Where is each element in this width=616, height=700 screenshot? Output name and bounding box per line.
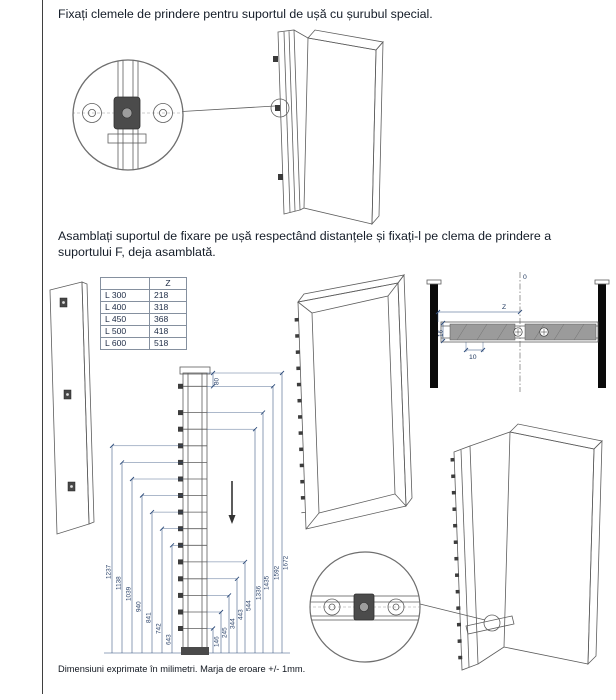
dim-label: 245 xyxy=(222,627,229,638)
step2-illustration: 1237 1138 1039 940 841 742 643 544 443 3… xyxy=(49,272,610,671)
wall-left xyxy=(430,284,438,388)
dim-label: 16 xyxy=(438,329,445,337)
dim-label: 841 xyxy=(146,612,153,623)
dim-label: 1672 xyxy=(283,555,290,570)
rail-profile xyxy=(182,372,208,654)
door-assembly-drawing xyxy=(270,29,384,226)
clip-highlight-circle xyxy=(270,98,290,118)
door-front-face xyxy=(303,37,377,225)
bottom-rail xyxy=(465,615,515,635)
dim-label: 742 xyxy=(156,623,163,634)
rail-hooks xyxy=(178,383,207,631)
washer-left xyxy=(323,598,341,616)
magnifier-leader-line xyxy=(419,603,486,621)
clip-mark-bottom xyxy=(278,174,283,180)
instruction-step2: Asamblați suportul de fixare pe ușă resp… xyxy=(58,229,552,260)
wall-right xyxy=(598,284,606,388)
washer-left xyxy=(82,103,102,123)
dim-label: 1592 xyxy=(274,565,281,580)
dim-label: 1237 xyxy=(106,564,113,579)
dimensions-footnote: Dimensiuni exprimate în milimetri. Marja… xyxy=(58,664,306,674)
magnifier-circle xyxy=(72,59,184,171)
wall-section-drawing: 0 Z 16 10 xyxy=(426,272,610,392)
down-arrow xyxy=(228,481,236,524)
offset-label: 10 xyxy=(469,354,477,361)
door-top-face xyxy=(307,29,384,51)
right-outer-dimensions: 1336 1435 1592 1672 xyxy=(207,370,290,653)
door-front-face xyxy=(503,431,595,665)
dim-label: 80 xyxy=(214,377,221,385)
door-top-face xyxy=(509,423,603,450)
z-label: Z xyxy=(502,304,506,311)
rail-dimension-drawing: 1237 1138 1039 940 841 742 643 544 443 3… xyxy=(104,366,290,655)
zero-label: 0 xyxy=(523,274,527,281)
dim-label: 1336 xyxy=(256,585,263,600)
door-side-face xyxy=(371,40,384,226)
instruction-step1: Fixați clemele de prindere pentru suport… xyxy=(58,7,433,21)
frame-bottom-drawing xyxy=(450,423,603,671)
dim-label: 344 xyxy=(230,618,237,629)
clip-mark-mid xyxy=(275,105,280,111)
frame-hooks xyxy=(294,317,306,514)
washer-right xyxy=(153,103,173,123)
step1-illustration xyxy=(72,29,384,226)
top-offset-dimension: 80 xyxy=(210,370,221,389)
magnifier-circle xyxy=(309,551,421,663)
frame-hooks xyxy=(450,457,463,665)
dim-label: 1138 xyxy=(116,576,123,590)
left-dimensions: 1237 1138 1039 940 841 742 643 xyxy=(106,443,183,653)
frame-top-drawing xyxy=(294,273,413,530)
dim-label: 146 xyxy=(214,636,221,647)
dim-label: 940 xyxy=(136,601,143,612)
dim-label: 443 xyxy=(238,609,245,620)
magnifier-leader-line xyxy=(181,105,276,112)
clip-magnifier-detail xyxy=(309,551,421,663)
clip-highlight-circle xyxy=(483,614,501,632)
dim-label: 643 xyxy=(166,634,173,645)
dim-label: 1039 xyxy=(126,586,133,601)
clip-mark-top xyxy=(273,56,278,62)
rail-foot xyxy=(181,647,209,655)
right-inner-dimensions: 544 443 344 245 146 xyxy=(207,559,253,653)
dim-label: 1435 xyxy=(264,575,271,590)
washer-right xyxy=(387,598,405,616)
magnifier-detail xyxy=(72,59,184,171)
dim-label: 544 xyxy=(246,600,253,611)
side-panel-drawing xyxy=(49,281,95,535)
page-margin-rule xyxy=(42,0,43,694)
door-side-face xyxy=(587,440,603,665)
